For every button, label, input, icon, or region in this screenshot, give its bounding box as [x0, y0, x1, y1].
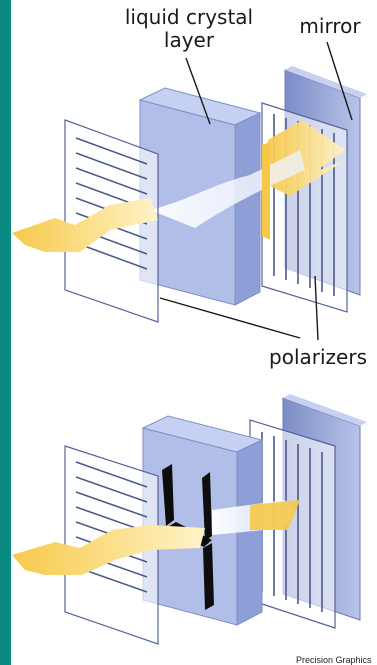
top-beam-edge: [262, 142, 270, 240]
liquid-crystal-label-line2: layer: [110, 29, 268, 52]
mirror-label: mirror: [290, 15, 370, 38]
liquid-crystal-label: liquid crystal layer: [110, 6, 268, 52]
image-credit: Precision Graphics: [296, 655, 372, 665]
top-assembly: [12, 66, 367, 322]
bottom-assembly: [12, 394, 367, 644]
liquid-crystal-label-line1: liquid crystal: [110, 6, 268, 29]
polarizers-label: polarizers: [258, 346, 377, 369]
